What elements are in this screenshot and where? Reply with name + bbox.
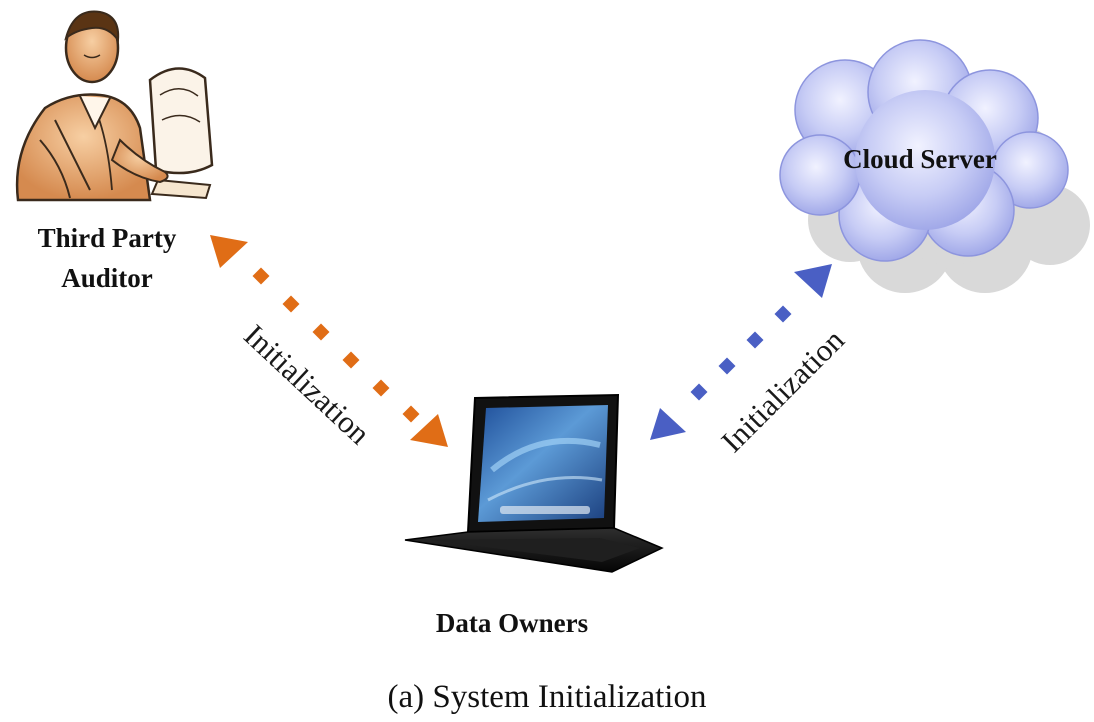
auditor-illustration-icon bbox=[15, 10, 214, 202]
cloud-icon bbox=[779, 39, 1069, 262]
edge-auditor-owners: Initialization bbox=[210, 235, 448, 451]
auditor-node: Third Party Auditor bbox=[15, 10, 214, 293]
auditor-label-line2: Auditor bbox=[61, 263, 153, 293]
laptop-icon bbox=[404, 393, 664, 573]
figure-caption: (a) System Initialization bbox=[388, 679, 707, 715]
cloud-server-node: Cloud Server bbox=[779, 39, 1090, 293]
arrowhead-to-owners-icon bbox=[410, 414, 448, 447]
arrowhead-to-auditor-icon bbox=[210, 235, 248, 268]
data-owners-node: Data Owners bbox=[404, 393, 664, 638]
arrowhead-to-cloud-icon bbox=[794, 264, 832, 298]
dotted-connector bbox=[252, 267, 420, 423]
auditor-label-line1: Third Party bbox=[38, 223, 177, 253]
data-owners-label: Data Owners bbox=[436, 608, 588, 638]
edge-label-auditor-owners: Initialization bbox=[237, 318, 377, 452]
edge-cloud-owners: Initialization bbox=[650, 264, 851, 459]
dotted-connector bbox=[690, 305, 792, 401]
cloud-server-label: Cloud Server bbox=[843, 144, 997, 174]
arrowhead-to-owners-icon bbox=[650, 408, 686, 440]
edge-label-cloud-owners: Initialization bbox=[714, 322, 851, 459]
